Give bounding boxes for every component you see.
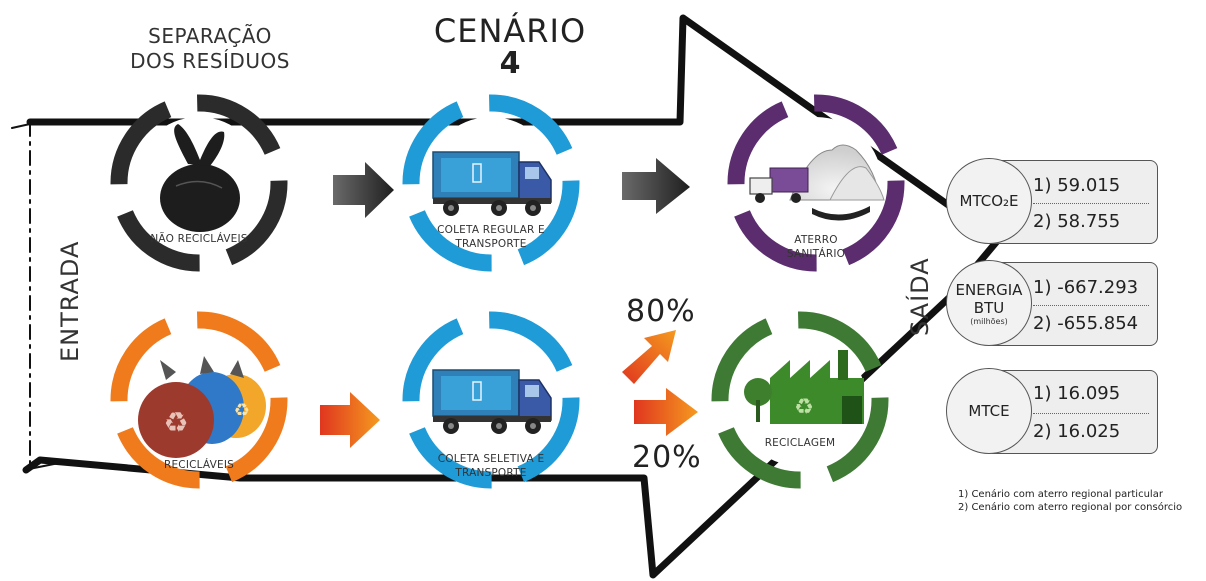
result-label-mtce: MTCE <box>946 368 1032 454</box>
flow-arrow-orange <box>320 392 380 448</box>
input-label: ENTRADA <box>56 240 84 362</box>
separation-title: SEPARAÇÃO DOS RESÍDUOS <box>120 24 300 74</box>
result-category: ENERGIA BTU <box>955 280 1023 317</box>
result-divider <box>1033 413 1149 414</box>
flow-arrow-gray <box>622 158 690 214</box>
flow-arrow-orange <box>634 388 698 436</box>
svg-text:♻: ♻ <box>794 395 814 420</box>
result-label-mtco2e: MTCO₂E <box>946 158 1032 244</box>
result-sublabel: (milhões) <box>970 316 1008 326</box>
selective-collection-label: COLETA SELETIVA E TRANSPORTE <box>431 452 551 480</box>
separation-title-line1: SEPARAÇÃO <box>148 24 272 48</box>
result-divider <box>1033 203 1149 204</box>
svg-text:♻: ♻ <box>163 406 188 439</box>
result-value-2: 2) -655.854 <box>1033 313 1139 334</box>
landfill-label-line1: ATERRO <box>794 234 838 246</box>
result-divider <box>1033 305 1149 306</box>
non-recyclable-label: NÃO RECICLÁVEIS <box>150 233 248 245</box>
garbage-bag-icon <box>160 124 240 232</box>
output-label: SAÍDA <box>906 257 934 336</box>
scenario-number: 4 <box>499 46 521 81</box>
landfill-label-line2: SANITÁRIO <box>786 248 846 260</box>
selective-collection-label-line2: TRANSPORTE <box>455 467 527 479</box>
result-label-energy: ENERGIA BTU (milhões) <box>946 260 1032 346</box>
result-category: MTCE <box>968 402 1010 420</box>
selective-collection-label-line1: COLETA SELETIVA E <box>437 453 545 465</box>
result-value-2: 2) 58.755 <box>1033 211 1121 232</box>
result-value-2: 2) 16.025 <box>1033 421 1121 442</box>
footnotes: 1) Cenário com aterro regional particula… <box>958 488 1203 514</box>
landfill-icon <box>749 144 885 221</box>
regular-collection-label: COLETA REGULAR E TRANSPORTE <box>431 223 551 251</box>
footnote-1: 1) Cenário com aterro regional particula… <box>958 489 1163 500</box>
results-panel: 1) 59.015 2) 58.755 MTCO₂E 1) -667.293 2… <box>946 158 1161 458</box>
result-value-1: 1) -667.293 <box>1033 277 1139 298</box>
landfill-label: ATERRO SANITÁRIO <box>766 233 866 261</box>
lower-percentage: 20% <box>632 440 702 475</box>
recyclable-label: RECICLÁVEIS <box>163 459 235 471</box>
footnote-2: 2) Cenário com aterro regional por consó… <box>958 502 1183 513</box>
result-value-1: 1) 16.095 <box>1033 383 1121 404</box>
truck-icon <box>432 151 552 216</box>
recycling-label: RECICLAGEM <box>764 437 836 449</box>
scenario-title: CENÁRIO <box>433 12 587 50</box>
truck-icon <box>432 369 552 434</box>
regular-collection-label-line1: COLETA REGULAR E <box>437 224 545 236</box>
regular-collection-label-line2: TRANSPORTE <box>455 238 527 250</box>
flow-arrow-orange-diagonal <box>622 330 676 384</box>
flow-arrow-gray <box>333 162 394 218</box>
result-value-1: 1) 59.015 <box>1033 175 1121 196</box>
upper-percentage: 80% <box>626 294 696 329</box>
svg-text:♻: ♻ <box>234 400 250 421</box>
factory-icon: ♻ <box>744 350 864 424</box>
separation-title-line2: DOS RESÍDUOS <box>130 49 290 73</box>
result-category: MTCO₂E <box>959 192 1019 210</box>
recycle-bags-icon: ♻ ♻ <box>138 356 266 458</box>
